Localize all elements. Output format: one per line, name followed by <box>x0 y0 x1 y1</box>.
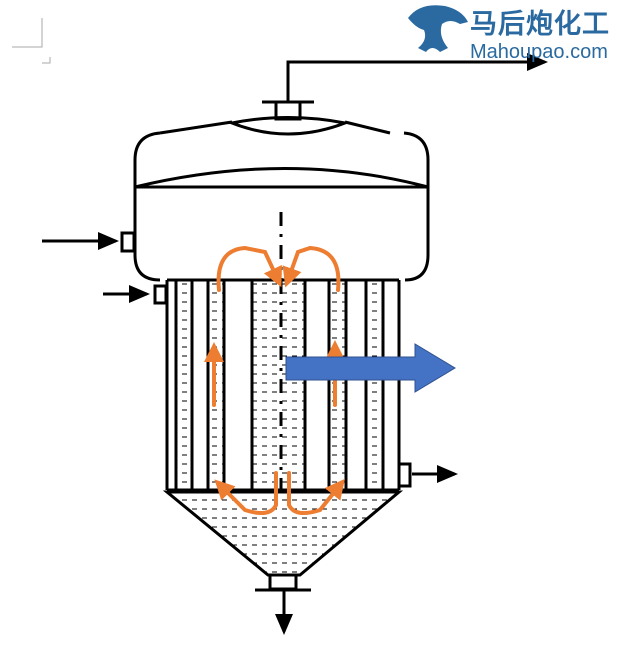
feed-inlet-upper <box>42 231 136 253</box>
tube-bundle <box>165 278 401 492</box>
product-outlet-arrow <box>285 343 456 393</box>
feed-inlet-lower <box>103 284 168 305</box>
page-corner-mark <box>12 18 51 64</box>
logo-site-text: Mahoupao.com <box>470 41 608 63</box>
horse-logo-icon <box>408 5 468 52</box>
vapor-outlet-pipe <box>262 53 548 121</box>
logo-chinese-text: 马后炮化工 <box>470 9 610 39</box>
side-outlet <box>397 462 458 488</box>
bottom-cone <box>162 490 404 635</box>
